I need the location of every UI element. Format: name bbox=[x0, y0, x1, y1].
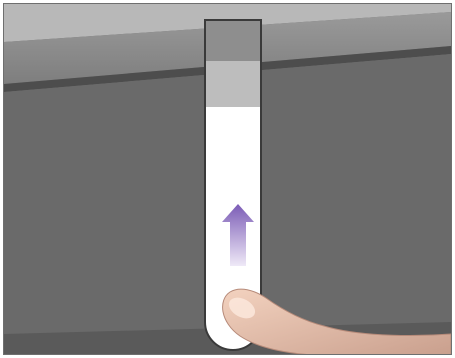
slot-top-section bbox=[206, 21, 260, 61]
slot-light-band bbox=[206, 61, 260, 107]
swipe-up-illustration bbox=[4, 4, 451, 354]
illustration-frame bbox=[3, 3, 452, 355]
